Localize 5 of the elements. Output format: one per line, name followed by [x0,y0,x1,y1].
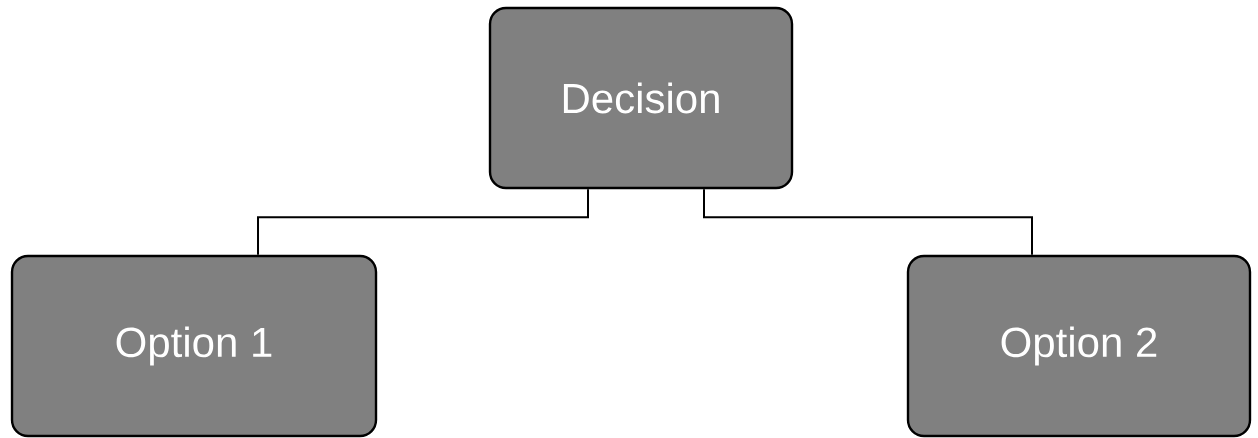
connector [257,188,589,256]
process-box: Decision [488,6,794,190]
process-box: Option 2 [906,254,1252,438]
connector [703,188,1033,256]
process-box: Option 1 [10,254,378,438]
